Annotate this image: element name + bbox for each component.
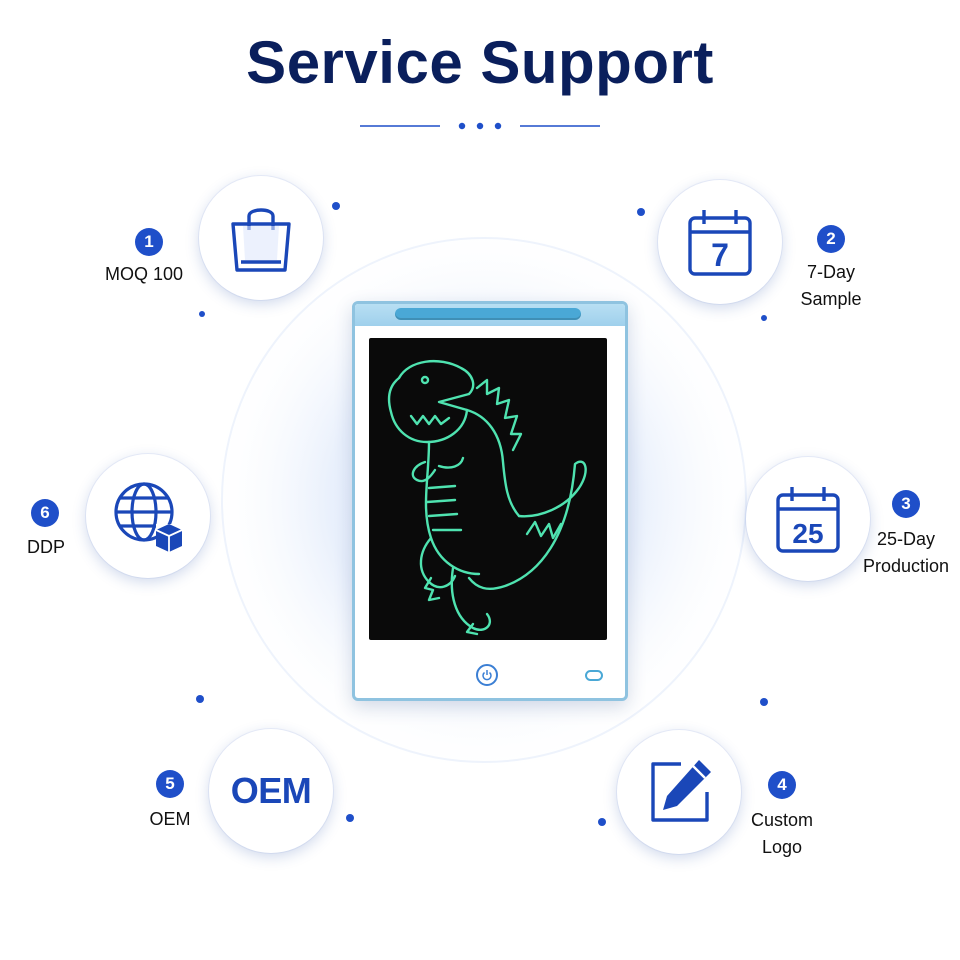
service-node-custom-logo: [617, 730, 741, 854]
service-label-sample: 7-Day Sample: [800, 262, 862, 309]
edit-pen-icon: [651, 760, 711, 822]
service-badge-1: 1: [135, 228, 163, 256]
service-label-ddp: DDP: [26, 537, 65, 557]
tablet-screen: [369, 338, 607, 640]
shopping-bag-icon: [231, 208, 291, 272]
tablet-erase-button: [585, 670, 603, 681]
service-node-sample: 7: [658, 180, 782, 304]
service-node-production: 25: [746, 457, 870, 581]
calendar-icon: 7: [688, 210, 752, 276]
service-node-moq: [199, 176, 323, 300]
service-badge-4: 4: [768, 771, 796, 799]
service-label-moq: MOQ 100: [104, 264, 184, 284]
service-badge-2: 2: [817, 225, 845, 253]
calendar-icon: 25: [776, 487, 840, 553]
service-node-oem: OEM: [209, 729, 333, 853]
tablet-power-button: [476, 664, 498, 686]
service-badge-3: 3: [892, 490, 920, 518]
svg-text:25: 25: [792, 518, 823, 549]
dinosaur-drawing: [387, 360, 587, 636]
service-node-ddp: [86, 454, 210, 578]
oem-text-icon: OEM: [230, 770, 312, 811]
page-title: Service Support: [246, 29, 714, 96]
title-divider: [360, 122, 600, 130]
svg-text:7: 7: [711, 237, 729, 273]
service-label-production: 25-Day Production: [862, 529, 950, 576]
service-label-custom-logo: Custom Logo: [750, 810, 813, 857]
service-badge-5: 5: [156, 770, 184, 798]
globe-box-icon: [114, 482, 183, 552]
writing-tablet-image: [352, 301, 628, 701]
stylus-pen: [395, 308, 581, 320]
power-icon: [482, 670, 492, 681]
service-label-oem: OEM: [149, 809, 191, 829]
service-badge-6: 6: [31, 499, 59, 527]
